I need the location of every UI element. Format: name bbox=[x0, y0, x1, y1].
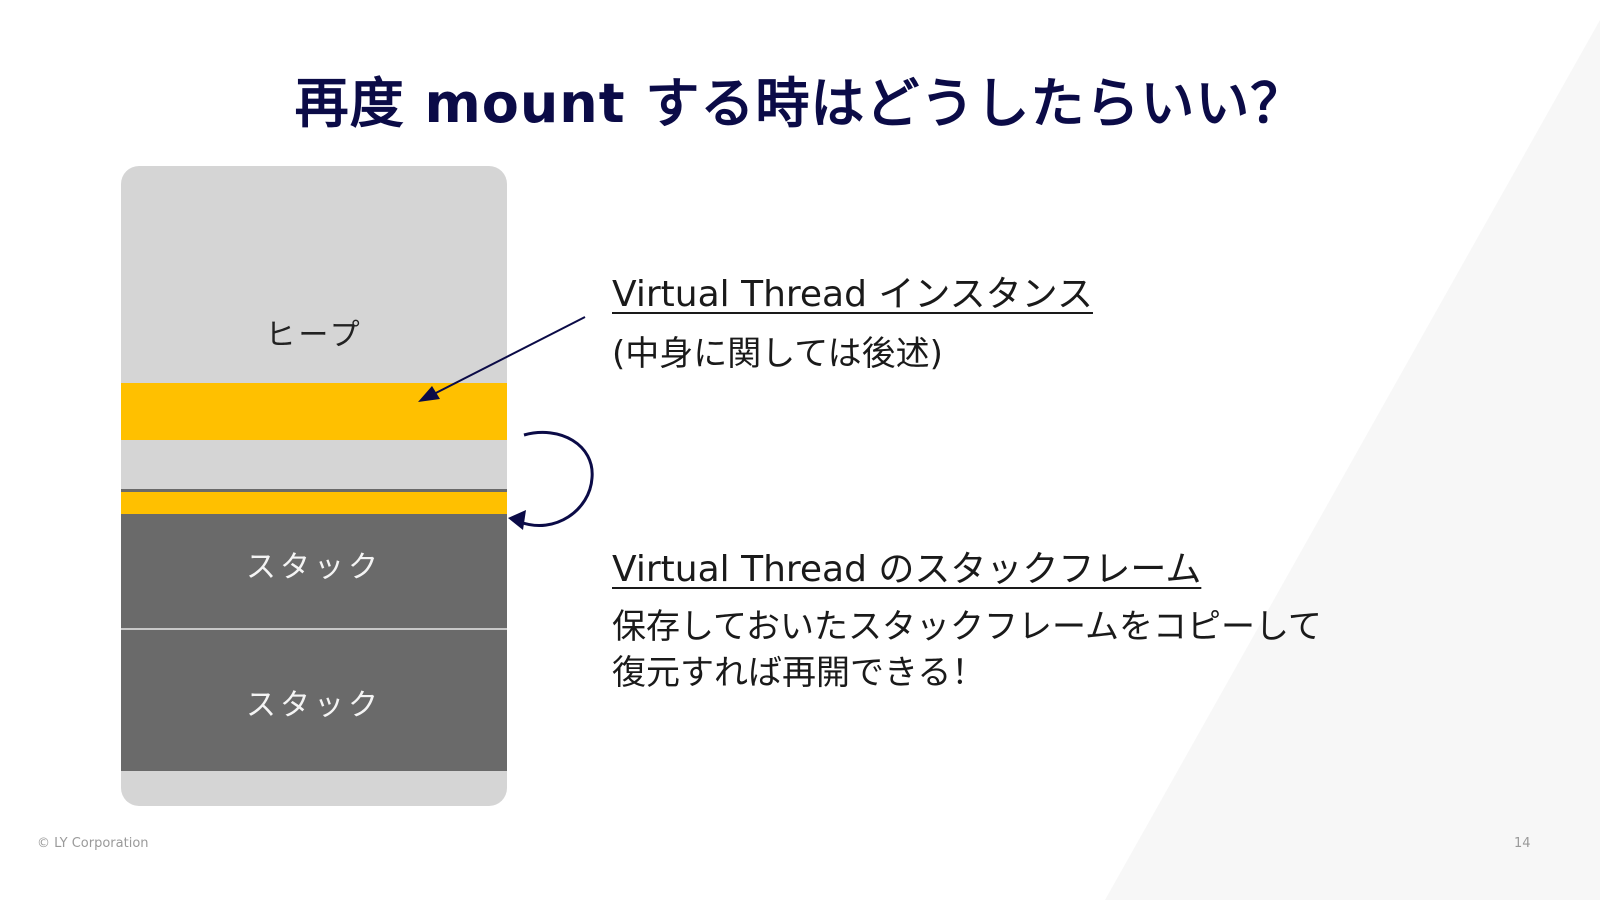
copyright-footer: © LY Corporation bbox=[37, 836, 149, 851]
annotation-stackframe-line-2: 復元すれば再開できる！ bbox=[612, 653, 986, 693]
heap-label: ヒープ bbox=[265, 318, 363, 353]
annotation-instance-note: (中身に関しては後述) bbox=[612, 334, 943, 374]
stack-block-2 bbox=[121, 630, 507, 771]
annotation-stackframe-heading: Virtual Thread のスタックフレーム bbox=[612, 549, 1202, 590]
stack-block-1 bbox=[121, 514, 507, 628]
stack-separator bbox=[121, 628, 507, 630]
page-number: 14 bbox=[1514, 836, 1531, 851]
virtual-thread-instance-band bbox=[121, 383, 507, 440]
stack-label-1: スタック bbox=[246, 550, 382, 585]
slide-title: 再度 mount する時はどうしたらいい？ bbox=[294, 72, 1306, 135]
annotation-instance: Virtual Thread インスタンス (中身に関しては後述) bbox=[612, 265, 1093, 377]
virtual-thread-stackframe-band bbox=[121, 492, 507, 514]
stack-label-2: スタック bbox=[246, 688, 382, 723]
stack-divider-line bbox=[121, 489, 507, 492]
annotation-stackframe-line-1: 保存しておいたスタックフレームをコピーして bbox=[612, 607, 1322, 647]
annotation-instance-heading: Virtual Thread インスタンス bbox=[612, 274, 1093, 315]
memory-box bbox=[121, 166, 507, 806]
annotation-stackframe: Virtual Thread のスタックフレーム 保存しておいたスタックフレーム… bbox=[612, 540, 1322, 696]
